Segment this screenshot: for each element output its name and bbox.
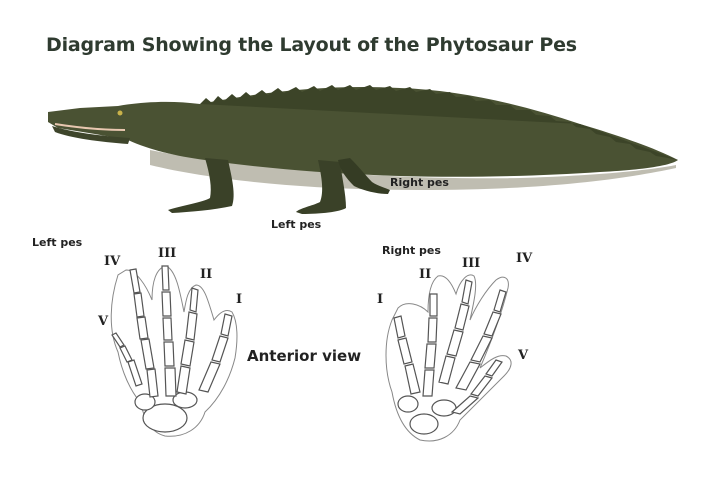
label-right-pes-panel: Right pes xyxy=(382,244,441,257)
left-pes-skeleton xyxy=(110,265,238,437)
left-digit-ii: II xyxy=(200,267,213,282)
label-left-pes-panel: Left pes xyxy=(32,236,83,249)
right-digit-i: I xyxy=(377,292,384,307)
right-pes-skeleton xyxy=(385,274,512,442)
label-anterior-view: Anterior view xyxy=(247,347,362,365)
right-digit-iv: IV xyxy=(516,251,533,266)
right-digit-v: V xyxy=(518,348,529,363)
right-digit-iii: III xyxy=(462,256,481,271)
left-digit-v: V xyxy=(98,314,109,329)
left-digit-iv: IV xyxy=(104,254,121,269)
label-left-pes-top: Left pes xyxy=(271,218,322,231)
diagram-title: Diagram Showing the Layout of the Phytos… xyxy=(46,34,577,56)
label-right-pes-top: Right pes xyxy=(390,176,449,189)
right-digit-ii: II xyxy=(419,267,432,282)
left-digit-i: I xyxy=(236,292,243,307)
left-digit-iii: III xyxy=(158,246,177,261)
